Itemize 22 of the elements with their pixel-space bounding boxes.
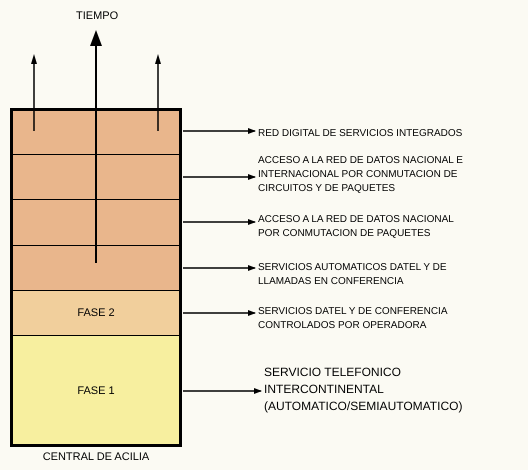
arrow [183, 265, 256, 271]
stage-band [13, 199, 179, 245]
phase-band [13, 290, 179, 335]
service-text: SERVICIO TELEFONICO INTERCONTINENTAL (AUTOMATICO/SEMIAUTOMATICO) [264, 364, 464, 415]
arrow [183, 128, 256, 134]
arrow [183, 388, 262, 394]
stage-band [13, 111, 179, 157]
service-text: ACCESO A LA RED DE DATOS NACIONAL E INTERNACIONAL POR CONMUTACION DE CIRCUITOS Y DE PAQUETES [258, 154, 464, 196]
phase-label: FASE 1 [77, 385, 115, 398]
service-text: ACCESO A LA RED DE DATOS NACIONAL POR CONMUTACION DE PAQUETES [258, 213, 454, 241]
arrow [183, 310, 256, 316]
arrow [183, 219, 256, 225]
stage-band [13, 154, 179, 199]
stage-band [13, 245, 179, 290]
service-text: SERVICIOS DATEL Y DE CONFERENCIA CONTROLADOS POR OPERADORA [258, 305, 448, 333]
arrow [183, 174, 256, 180]
box-caption: CENTRAL DE ACILIA [42, 451, 150, 464]
phase-band [13, 335, 179, 444]
service-text: RED DIGITAL DE SERVICIOS INTEGRADOS [258, 127, 464, 141]
axis-label: TIEMPO [76, 10, 118, 23]
phase-label: FASE 2 [77, 306, 115, 320]
service-text: SERVICIOS AUTOMATICOS DATEL Y DE LLAMADAS EN CONFERENCIA [258, 261, 448, 289]
